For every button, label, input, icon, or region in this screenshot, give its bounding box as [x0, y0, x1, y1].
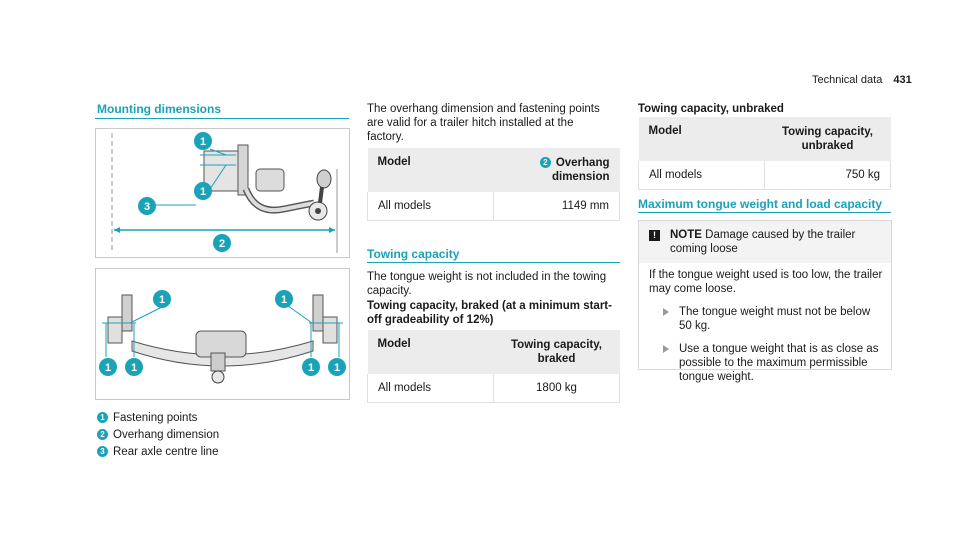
list-item: Use a tongue weight that is as close as … — [649, 342, 883, 384]
towing-capacity-title: Towing capacity — [367, 247, 460, 261]
side-view-figure: 1 1 3 2 — [95, 128, 350, 258]
braked-table: Model Towing capacity, braked All models… — [367, 330, 620, 403]
section-rule — [638, 212, 891, 213]
max-tongue-weight-title: Maximum tongue weight and load capacity — [638, 197, 883, 211]
table-cell-value: 1800 kg — [493, 374, 620, 403]
page-number: 431 — [893, 74, 912, 86]
note-text: Damage caused by the trailer coming loos… — [670, 229, 856, 255]
table-cell-value: 750 kg — [764, 161, 891, 190]
section-name: Technical data — [812, 74, 883, 86]
table-row: All models 1800 kg — [367, 374, 620, 403]
section-rule — [95, 118, 349, 119]
legend-text: Overhang dimension — [113, 429, 220, 441]
overhang-intro: The overhang dimension and fastening poi… — [367, 103, 600, 143]
table-cell-value: 1149 mm — [493, 192, 620, 221]
triangle-bullet-icon — [663, 345, 669, 353]
figure-badge-1b: 1 — [194, 182, 212, 200]
side-view-drawing: 1 1 3 2 — [111, 132, 338, 253]
table-header-braked: Towing capacity, braked — [493, 330, 620, 374]
note-header: ! NOTE Damage caused by the trailer comi… — [639, 221, 891, 263]
legend-badge: 1 — [97, 412, 108, 423]
svg-text:1: 1 — [105, 362, 111, 374]
table-header-model: Model — [638, 117, 765, 161]
figure-badge-1-top-right: 1 — [275, 290, 293, 308]
note-label: NOTE — [670, 229, 702, 241]
legend-text: Fastening points — [113, 412, 198, 424]
figure-badge-3: 3 — [138, 197, 156, 215]
towing-capacity-text: The tongue weight is not included in the… — [367, 271, 607, 297]
note-box: ! NOTE Damage caused by the trailer comi… — [638, 220, 892, 383]
figure-badge-1a: 1 — [194, 132, 212, 150]
note-heading: NOTE Damage caused by the trailer coming… — [670, 228, 883, 256]
bullet-text: The tongue weight must not be below 50 k… — [679, 306, 871, 332]
triangle-bullet-icon — [663, 308, 669, 316]
unbraked-title: Towing capacity, unbraked — [638, 103, 784, 115]
warning-icon: ! — [649, 230, 660, 241]
table-header-unbraked: Towing capacity, unbraked — [764, 117, 891, 161]
svg-text:1: 1 — [159, 294, 165, 306]
figure-badge-1-bottom-1: 1 — [99, 358, 117, 376]
table-cell-model: All models — [367, 192, 494, 221]
table-cell-model: All models — [367, 374, 494, 403]
mounting-dimensions-title: Mounting dimensions — [97, 102, 221, 116]
legend-item: 3 Rear axle centre line — [97, 444, 219, 461]
svg-text:1: 1 — [131, 362, 137, 374]
table-header-model: Model — [367, 148, 494, 192]
table-cell-model: All models — [638, 161, 765, 190]
figure-badge-1-bottom-3: 1 — [302, 358, 320, 376]
svg-text:3: 3 — [144, 201, 150, 213]
svg-text:1: 1 — [200, 186, 206, 198]
note-body: If the tongue weight used is too low, th… — [649, 269, 883, 295]
page-header: Technical data 431 — [812, 74, 912, 86]
svg-text:1: 1 — [308, 362, 314, 374]
legend-item: 1 Fastening points — [97, 410, 219, 427]
section-rule — [367, 262, 620, 263]
table-row: All models 1149 mm — [367, 192, 620, 221]
unbraked-table: Model Towing capacity, unbraked All mode… — [638, 117, 891, 190]
figure-badge-1-bottom-2: 1 — [125, 358, 143, 376]
list-item: The tongue weight must not be below 50 k… — [649, 305, 883, 333]
figure-badge-2: 2 — [213, 234, 231, 252]
braked-title: Towing capacity, braked (at a minimum st… — [367, 300, 612, 326]
rear-view-figure: 1 1 1 1 1 1 — [95, 268, 350, 400]
table-row: All models 750 kg — [638, 161, 891, 190]
overhang-badge: 2 — [539, 157, 551, 168]
legend-badge: 3 — [97, 446, 108, 457]
svg-text:2: 2 — [219, 238, 225, 250]
figure-badge-1-top-left: 1 — [153, 290, 171, 308]
bullet-text: Use a tongue weight that is as close as … — [679, 343, 879, 383]
legend-item: 2 Overhang dimension — [97, 427, 219, 444]
figure-badge-1-bottom-4: 1 — [328, 358, 346, 376]
table-header-model: Model — [367, 330, 494, 374]
svg-text:1: 1 — [200, 136, 206, 148]
legend-badge: 2 — [97, 429, 108, 440]
rear-view-drawing: 1 1 1 1 1 1 — [99, 290, 346, 384]
svg-text:1: 1 — [281, 294, 287, 306]
legend-text: Rear axle centre line — [113, 446, 219, 458]
svg-text:1: 1 — [334, 362, 340, 374]
